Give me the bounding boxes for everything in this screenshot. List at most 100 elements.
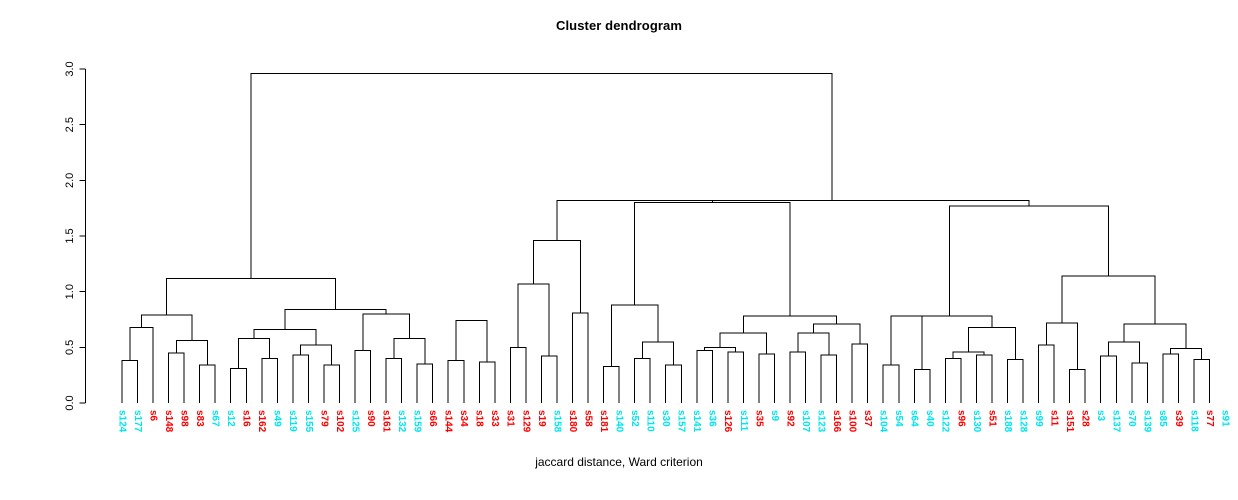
leaf-label[interactable]: s37 <box>862 410 873 427</box>
leaf-label[interactable]: s67 <box>210 410 221 427</box>
leaf-label[interactable]: s162 <box>256 410 267 433</box>
dendrogram-link <box>758 353 775 403</box>
leaf-label[interactable]: s91 <box>1219 410 1230 427</box>
leaf-label[interactable]: s100 <box>847 410 858 433</box>
dendrogram-link <box>1170 347 1203 360</box>
dendrogram-link <box>533 239 581 313</box>
dendrogram-link <box>812 323 861 344</box>
dendrogram-link <box>975 354 993 403</box>
dendrogram-link <box>1061 275 1156 324</box>
leaf-label[interactable]: s11 <box>1048 410 1059 427</box>
leaf-label[interactable]: s144 <box>443 410 454 433</box>
dendrogram-link <box>292 354 309 403</box>
leaf-label[interactable]: s110 <box>645 410 656 432</box>
leaf-label[interactable]: s140 <box>613 410 624 433</box>
leaf-label[interactable]: s111 <box>738 410 749 432</box>
dendrogram-link <box>665 364 682 403</box>
leaf-label[interactable]: s52 <box>629 410 640 427</box>
dendrogram-link <box>603 365 620 403</box>
leaf-label[interactable]: s139 <box>1142 410 1153 433</box>
leaf-label[interactable]: s130 <box>971 410 982 433</box>
dendrogram-link <box>1069 369 1086 403</box>
dendrogram-link <box>948 205 1109 317</box>
dendrogram-link <box>121 360 139 403</box>
leaf-label[interactable]: s40 <box>924 410 935 427</box>
leaf-label[interactable]: s181 <box>598 410 609 433</box>
leaf-label[interactable]: s49 <box>272 410 283 427</box>
leaf-label[interactable]: s132 <box>396 410 407 433</box>
leaf-label[interactable]: s39 <box>1173 410 1184 427</box>
leaf-label[interactable]: s124 <box>116 410 127 433</box>
leaf-label[interactable]: s102 <box>334 410 345 433</box>
leaf-label[interactable]: s123 <box>815 410 826 433</box>
leaf-label[interactable]: s125 <box>349 410 360 433</box>
leaf-label[interactable]: s77 <box>1204 410 1215 427</box>
leaf-label[interactable]: s159 <box>412 410 423 433</box>
leaf-label[interactable]: s188 <box>1002 410 1013 433</box>
leaf-label[interactable]: s104 <box>878 410 889 433</box>
dendrogram-link <box>742 315 838 333</box>
leaf-label[interactable]: s151 <box>1064 410 1075 433</box>
leaf-label[interactable]: s126 <box>722 410 733 433</box>
leaf-label[interactable]: s30 <box>660 410 671 427</box>
leaf-label[interactable]: s177 <box>132 410 143 433</box>
leaf-label[interactable]: s28 <box>1080 410 1091 427</box>
leaf-label[interactable]: s35 <box>753 410 764 427</box>
page-title: Cluster dendrogram <box>555 18 683 33</box>
dendrogram-link <box>129 326 154 403</box>
leaf-label[interactable]: s166 <box>831 410 842 433</box>
leaf-label[interactable]: s119 <box>287 410 298 432</box>
leaf-label[interactable]: s161 <box>380 410 391 433</box>
dendrogram-link <box>851 343 869 403</box>
leaf-label[interactable]: s34 <box>458 410 469 427</box>
leaf-label[interactable]: s137 <box>1111 410 1122 433</box>
dendrogram-link <box>789 351 807 403</box>
leaf-label[interactable]: s107 <box>800 410 811 433</box>
dendrogram-link <box>634 199 1030 206</box>
dendrogram-link <box>1123 323 1187 349</box>
leaf-label[interactable]: s64 <box>909 410 920 427</box>
leaf-label[interactable]: s99 <box>1033 410 1044 427</box>
leaf-label[interactable]: s9 <box>769 410 780 422</box>
leaf-label[interactable]: s122 <box>940 410 951 433</box>
leaf-label[interactable]: s3 <box>1095 410 1106 422</box>
dendrogram-link <box>517 283 550 357</box>
leaf-label[interactable]: s19 <box>536 410 547 427</box>
leaf-label[interactable]: s118 <box>1188 410 1199 432</box>
leaf-label[interactable]: s157 <box>676 410 687 433</box>
leaf-label[interactable]: s128 <box>1017 410 1028 433</box>
leaf-label[interactable]: s92 <box>784 410 795 427</box>
leaf-label[interactable]: s6 <box>147 410 158 422</box>
leaf-label[interactable]: s66 <box>427 410 438 427</box>
leaf-label[interactable]: s83 <box>194 410 205 427</box>
leaf-label[interactable]: s58 <box>582 410 593 427</box>
leaf-label[interactable]: s70 <box>1126 410 1137 427</box>
leaf-label[interactable]: s141 <box>691 410 702 433</box>
leaf-label[interactable]: s180 <box>567 410 578 433</box>
leaf-label[interactable]: s36 <box>707 410 718 427</box>
leaf-label[interactable]: s129 <box>520 410 531 433</box>
y-axis: 0.00.51.01.52.02.53.0 <box>64 61 86 411</box>
dendrogram-link <box>354 350 372 403</box>
leaf-label[interactable]: s85 <box>1157 410 1168 427</box>
leaf-label[interactable]: s90 <box>365 410 376 427</box>
leaf-label[interactable]: s79 <box>318 410 329 427</box>
leaf-label[interactable]: s148 <box>163 410 174 433</box>
leaf-label[interactable]: s31 <box>505 410 516 427</box>
y-axis-tick-label: 0.0 <box>64 395 76 410</box>
leaf-label[interactable]: s98 <box>179 410 190 427</box>
leaf-labels: s124 s177 s6 s148 s98 s83 s67 s12 s16 s162 s49 s119… <box>116 410 1230 433</box>
dendrogram-link <box>393 337 426 365</box>
dendrogram-links <box>121 72 1210 403</box>
leaf-label[interactable]: s18 <box>474 410 485 427</box>
dendrogram-link <box>906 315 993 328</box>
leaf-label[interactable]: s16 <box>241 410 252 427</box>
leaf-label[interactable]: s12 <box>225 410 236 427</box>
dendrogram-link <box>140 314 193 341</box>
leaf-label[interactable]: s54 <box>893 410 904 427</box>
leaf-label[interactable]: s51 <box>986 410 997 427</box>
leaf-label[interactable]: s33 <box>489 410 500 427</box>
leaf-label[interactable]: s96 <box>955 410 966 427</box>
leaf-label[interactable]: s158 <box>551 410 562 433</box>
leaf-label[interactable]: s155 <box>303 410 314 433</box>
